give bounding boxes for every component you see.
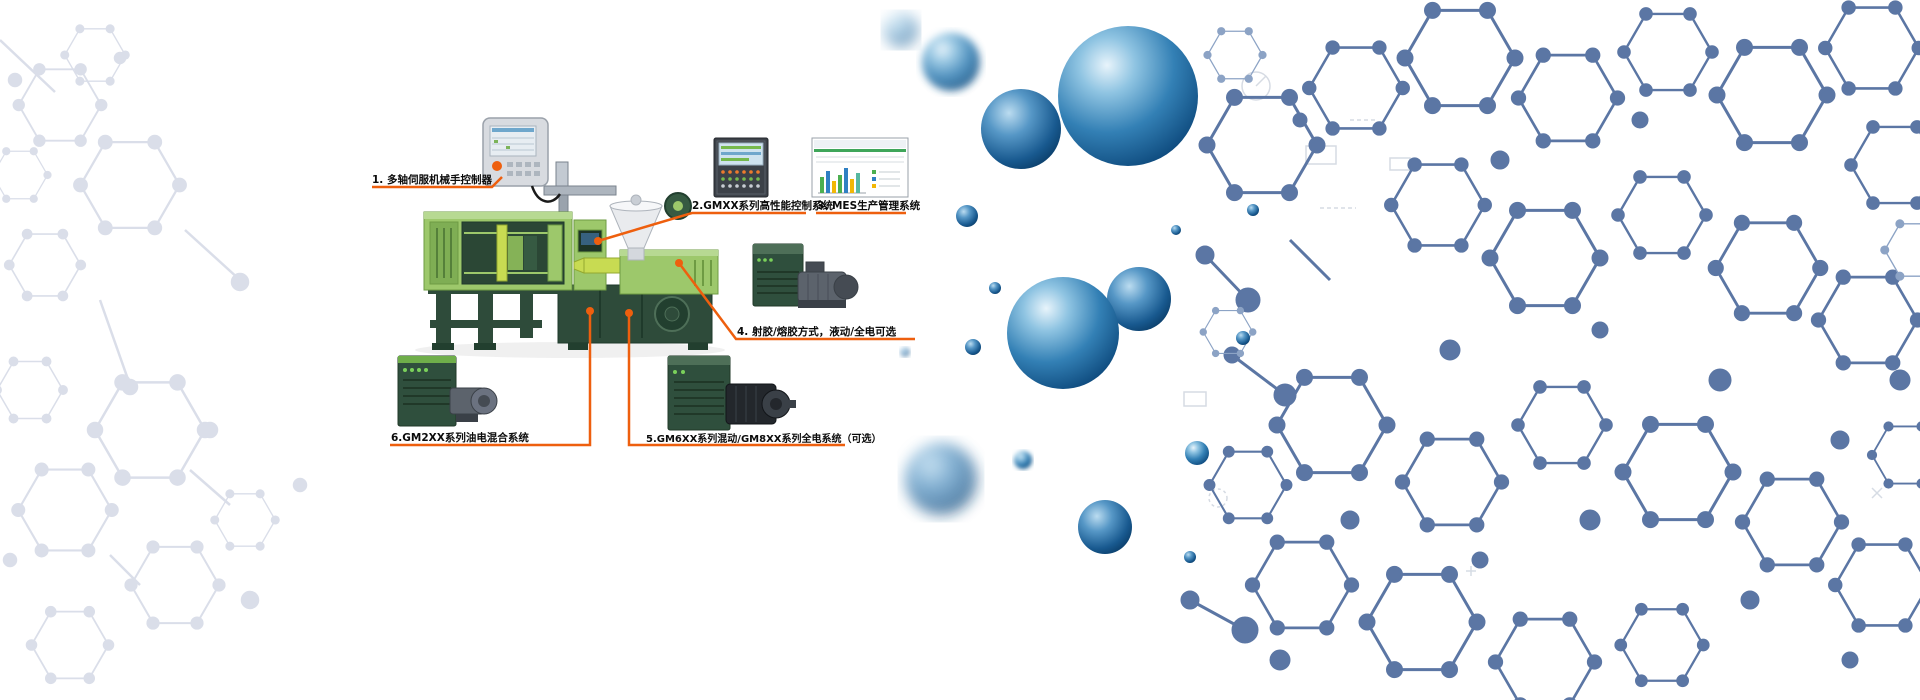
callout-line-4 (678, 262, 915, 341)
sphere-large (1058, 26, 1198, 166)
callout-label-4: 4. 射胶/熔胶方式，液动/全电可选 (737, 326, 897, 338)
injection-barrel (583, 257, 623, 274)
robot-arm (543, 161, 617, 219)
callout-label-2: 2.GMXX系列高性能控制系统 (692, 200, 834, 212)
device-hybrid-drive-motor (667, 355, 796, 431)
callout-label-5: 5.GM6XX系列混动/GM8XX系列全电系统（可选） (646, 434, 882, 445)
molecule-pattern-left (0, 24, 308, 685)
sphere (956, 205, 978, 227)
clamping-unit (423, 211, 573, 291)
tech-lineart (1183, 71, 1883, 576)
callout-label-1: 1. 多轴伺服机械手控制器 (372, 174, 492, 186)
sphere (1107, 267, 1171, 331)
sphere (1014, 451, 1032, 469)
machine-control-cabinet (573, 219, 607, 291)
hopper (609, 192, 692, 261)
pendant-orange-button (492, 161, 502, 171)
sphere (922, 33, 980, 91)
sphere (1171, 225, 1181, 235)
sphere-cluster (884, 13, 1259, 563)
sphere (1078, 500, 1132, 554)
callout-label-3: 3. MES生产管理系统 (817, 200, 921, 212)
sphere (1247, 204, 1259, 216)
sphere (905, 443, 977, 515)
callout-anchor-dots (586, 237, 683, 317)
device-injection-drive (752, 243, 859, 308)
sphere (1185, 441, 1209, 465)
device-oil-electric-drive (397, 355, 498, 427)
pendant-cable (530, 185, 562, 203)
sphere (981, 89, 1061, 169)
machine-base (428, 284, 713, 350)
device-teach-pendant (482, 117, 562, 203)
device-mes-screen (811, 137, 909, 198)
callout-label-6: 6.GM2XX系列油电混合系统 (391, 432, 529, 444)
sphere (1236, 331, 1250, 345)
callout-line-5 (627, 313, 845, 447)
sphere (884, 13, 918, 47)
sphere (1184, 551, 1196, 563)
sphere-large (1007, 277, 1119, 389)
sphere (989, 282, 1001, 294)
sphere (965, 339, 981, 355)
mes-legend (872, 170, 900, 188)
sphere (900, 347, 910, 357)
mes-bar-chart (818, 168, 866, 194)
device-control-panel (713, 137, 769, 198)
callout-line-6 (390, 311, 592, 447)
callout-line-2 (597, 211, 806, 243)
panel-keypad (721, 170, 760, 188)
molecule-pattern-right (1180, 0, 1920, 700)
callout-lines (372, 176, 915, 447)
callout-line-1 (372, 176, 503, 189)
